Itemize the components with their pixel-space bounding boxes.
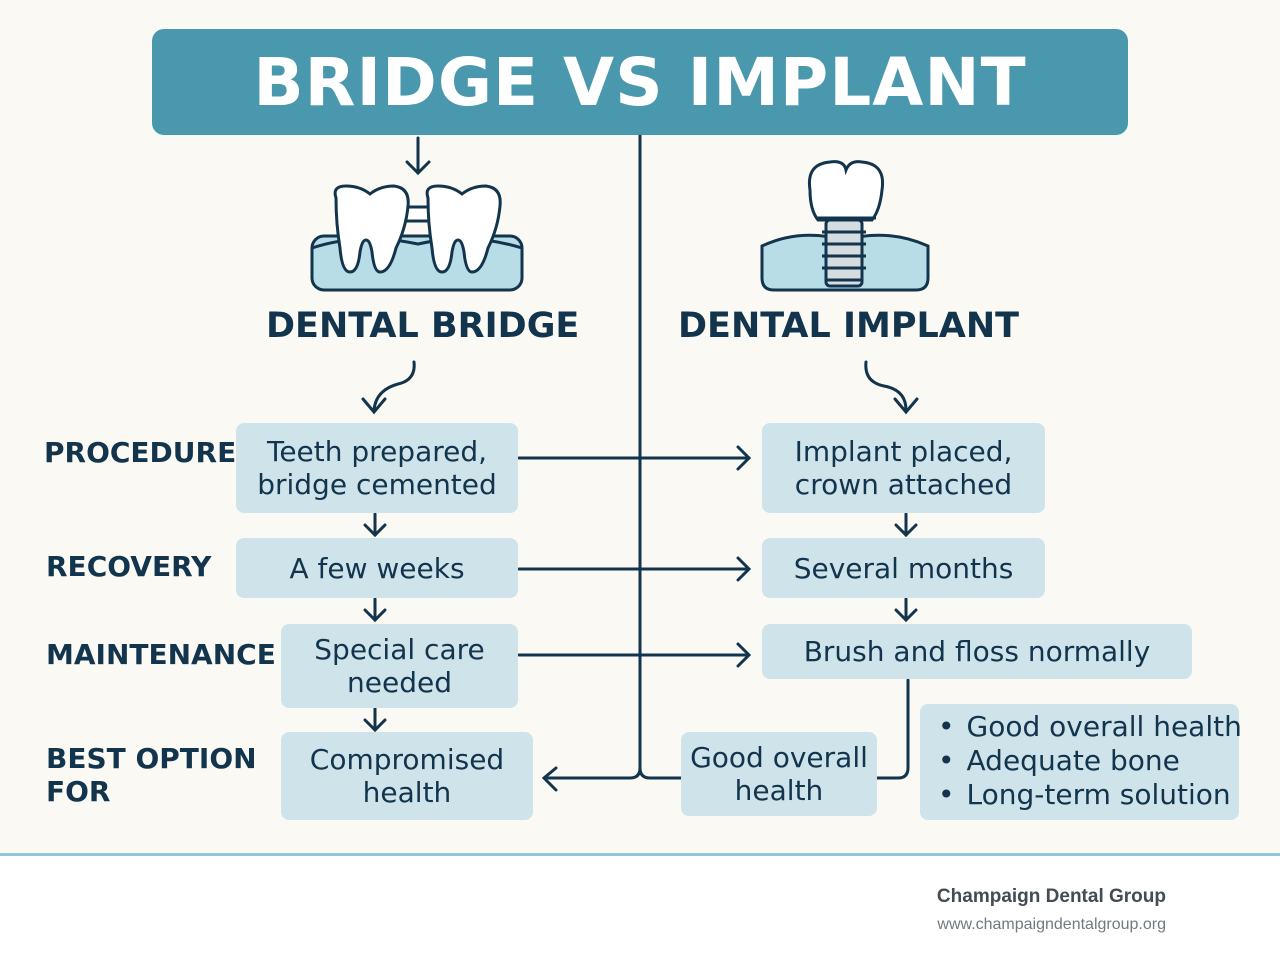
page-title: BRIDGE VS IMPLANT bbox=[253, 43, 1027, 121]
bridge-curve-arrow bbox=[372, 360, 416, 412]
implant-procedure-box: Implant placed,crown attached bbox=[762, 423, 1045, 513]
row-label-procedure: PROCEDURE bbox=[44, 436, 237, 469]
implant-curve-arrow bbox=[864, 360, 908, 412]
dental-bridge-icon bbox=[310, 184, 524, 292]
dental-implant-icon bbox=[760, 160, 930, 292]
list-item: Good overall health bbox=[938, 710, 1242, 744]
footer-brand-name: Champaign Dental Group bbox=[936, 886, 1166, 907]
footer bbox=[0, 856, 1280, 962]
implant-maintenance-box: Brush and floss normally bbox=[762, 624, 1192, 679]
implant-column-title: DENTAL IMPLANT bbox=[678, 306, 1020, 346]
row-label-recovery: RECOVERY bbox=[46, 550, 212, 583]
list-item: Adequate bone bbox=[938, 744, 1229, 778]
bridge-procedure-box: Teeth prepared,bridge cemented bbox=[236, 423, 518, 513]
row-label-best-option: BEST OPTION FOR bbox=[46, 742, 257, 808]
list-item: Long-term solution bbox=[938, 778, 1231, 812]
implant-recovery-box: Several months bbox=[762, 538, 1045, 598]
bridge-recovery-box: A few weeks bbox=[236, 538, 518, 598]
bridge-column-title: DENTAL BRIDGE bbox=[266, 306, 580, 346]
footer-website-link[interactable]: www.champaigndentalgroup.org bbox=[937, 916, 1166, 933]
title-banner: BRIDGE VS IMPLANT bbox=[152, 29, 1128, 135]
footer-divider bbox=[0, 853, 1280, 856]
row-label-maintenance: MAINTENANCE bbox=[46, 638, 276, 671]
implant-criteria-list: Good overall health Adequate bone Long-t… bbox=[920, 704, 1242, 820]
